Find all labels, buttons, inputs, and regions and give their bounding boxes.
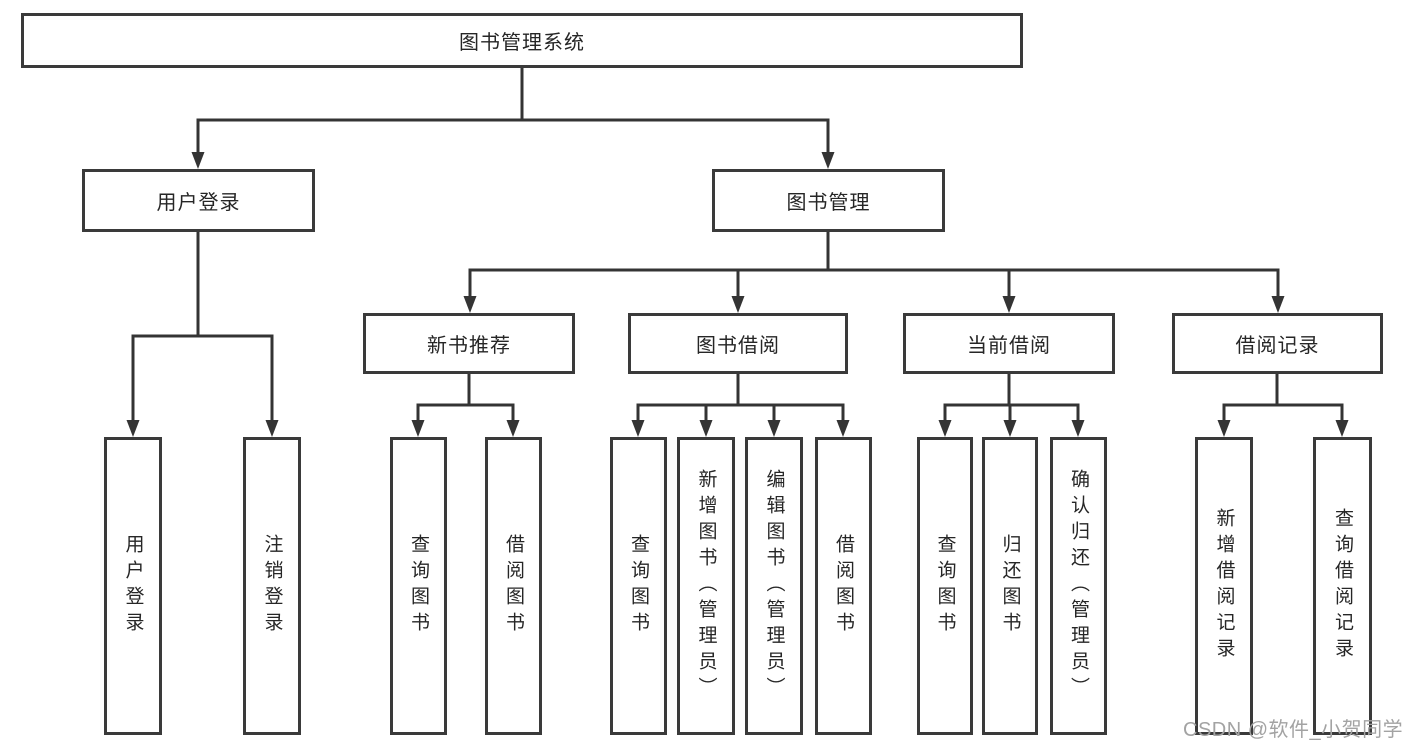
arrowheads bbox=[126, 152, 1349, 437]
leaf-borrow-books: 借阅图书 bbox=[815, 437, 872, 735]
leaf-confirm-return-admin: 确认归还（管理员） bbox=[1050, 437, 1107, 735]
leaf-logout: 注销登录 bbox=[243, 437, 301, 735]
leaf-label: 查询图书 bbox=[934, 534, 956, 638]
node-user-login: 用户登录 bbox=[82, 169, 315, 232]
node-label: 借阅记录 bbox=[1235, 335, 1320, 357]
node-new-book-recommend: 新书推荐 bbox=[363, 313, 575, 374]
leaf-query-books-borrow: 查询图书 bbox=[610, 437, 667, 735]
leaf-user-login: 用户登录 bbox=[104, 437, 162, 735]
leaf-label: 编辑图书（管理员） bbox=[763, 469, 785, 703]
node-book-management: 图书管理 bbox=[712, 169, 945, 232]
node-current-borrow: 当前借阅 bbox=[903, 313, 1115, 374]
leaf-label: 查询图书 bbox=[408, 534, 429, 638]
leaf-borrow-books-recommend: 借阅图书 bbox=[485, 437, 542, 735]
leaf-add-borrow-record: 新增借阅记录 bbox=[1195, 437, 1253, 735]
csdn-watermark: CSDN @软件_小贺同学 bbox=[1183, 719, 1404, 741]
leaf-label: 确认归还（管理员） bbox=[1068, 469, 1089, 703]
node-label: 图书借阅 bbox=[696, 335, 780, 357]
leaf-label: 新增图书（管理员） bbox=[695, 469, 717, 703]
leaf-return-books: 归还图书 bbox=[982, 437, 1038, 735]
node-library-management-system: 图书管理系统 bbox=[21, 13, 1023, 68]
node-label: 用户登录 bbox=[156, 192, 241, 214]
leaf-label: 注销登录 bbox=[261, 534, 283, 638]
leaf-label: 查询图书 bbox=[628, 534, 649, 638]
leaf-edit-books-admin: 编辑图书（管理员） bbox=[745, 437, 803, 735]
leaf-label: 借阅图书 bbox=[503, 534, 524, 638]
leaf-query-books-recommend: 查询图书 bbox=[390, 437, 447, 735]
node-label: 当前借阅 bbox=[967, 335, 1051, 357]
node-label: 新书推荐 bbox=[427, 335, 511, 357]
leaf-label: 新增借阅记录 bbox=[1213, 508, 1235, 664]
leaf-label: 查询借阅记录 bbox=[1332, 508, 1353, 664]
leaf-label: 归还图书 bbox=[999, 534, 1021, 638]
leaf-query-books-current: 查询图书 bbox=[917, 437, 973, 735]
leaf-label: 用户登录 bbox=[122, 534, 144, 638]
leaf-add-books-admin: 新增图书（管理员） bbox=[677, 437, 735, 735]
leaf-label: 借阅图书 bbox=[833, 534, 854, 638]
node-label: 图书管理 bbox=[786, 192, 871, 214]
node-label: 图书管理系统 bbox=[459, 32, 585, 54]
node-book-borrow: 图书借阅 bbox=[628, 313, 848, 374]
node-borrow-records: 借阅记录 bbox=[1172, 313, 1383, 374]
leaf-query-borrow-record: 查询借阅记录 bbox=[1313, 437, 1372, 735]
